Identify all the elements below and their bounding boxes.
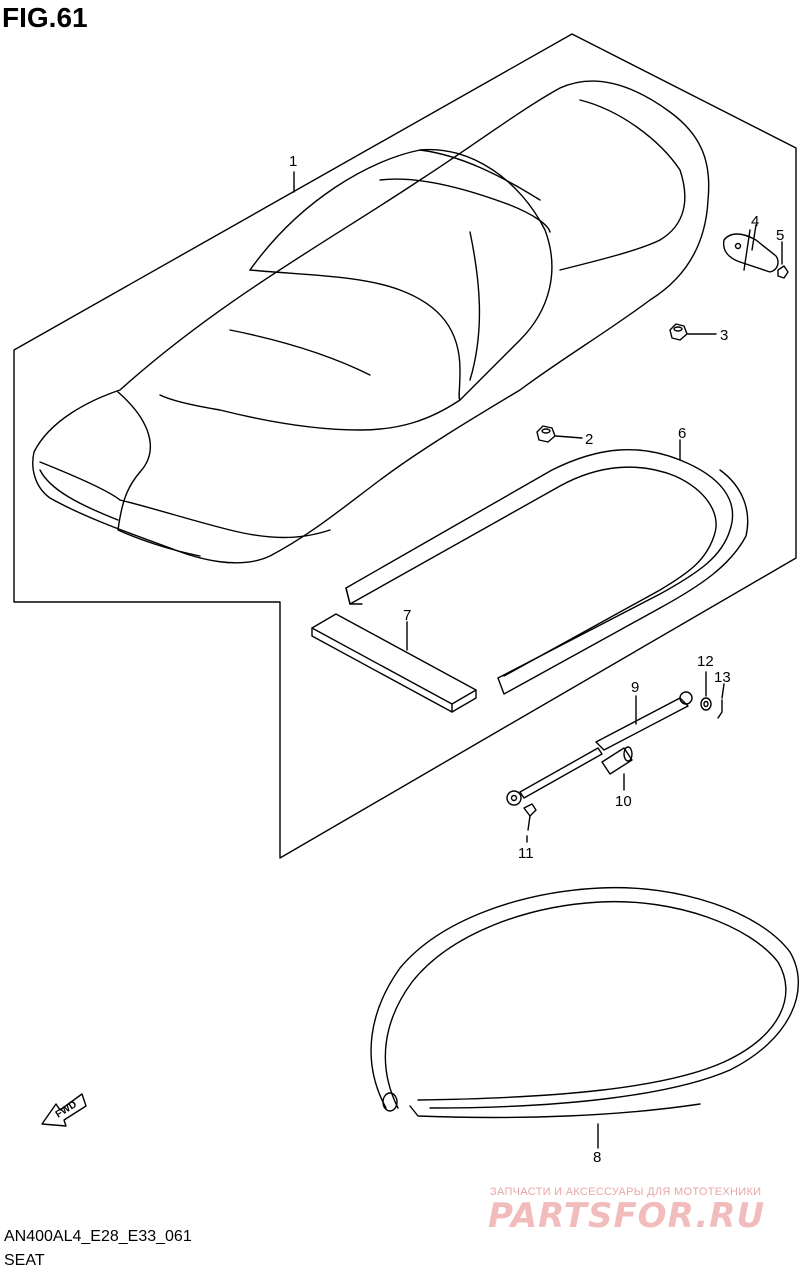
- callout-6: 6: [678, 425, 686, 442]
- callout-13: 13: [714, 669, 731, 686]
- seat-part-1: [32, 80, 710, 564]
- seal-strip-part-8: [370, 886, 799, 1149]
- bracket-part-4: [722, 224, 779, 273]
- seal-frame-part-6: [345, 439, 749, 695]
- nut-part-3: [669, 323, 717, 341]
- callout-labels: 1 2 3 4 5 6 7 8 9 10 11 12 13: [289, 153, 784, 1166]
- callout-7: 7: [403, 607, 411, 624]
- cylinder-part-10: [601, 746, 633, 791]
- callout-9: 9: [631, 679, 639, 696]
- figure-title: FIG.61: [2, 2, 88, 33]
- callout-3: 3: [720, 327, 728, 344]
- callout-8: 8: [593, 1149, 601, 1166]
- model-code: AN400AL4_E28_E33_061: [4, 1228, 192, 1245]
- fastener-part-5: [777, 241, 789, 279]
- gas-strut-part-9: [506, 691, 693, 806]
- clip-part-13: [717, 683, 725, 719]
- bolt-part-11: [523, 803, 537, 843]
- callout-10: 10: [615, 793, 632, 810]
- callout-12: 12: [697, 653, 714, 670]
- watermark-tagline: ЗАПЧАСТИ И АКСЕССУАРЫ ДЛЯ МОТОТЕХНИКИ: [490, 1186, 762, 1198]
- callout-4: 4: [751, 213, 759, 230]
- watermark-brand: PARTSFOR.RU: [488, 1196, 766, 1236]
- callout-1: 1: [289, 153, 297, 170]
- callout-5: 5: [776, 227, 784, 244]
- callout-11: 11: [518, 845, 534, 862]
- pad-part-7: [311, 613, 477, 713]
- assembly-boundary: [13, 33, 797, 859]
- figure-name: SEAT: [4, 1252, 45, 1269]
- washer-part-12: [700, 671, 712, 711]
- callout-2: 2: [585, 431, 593, 448]
- nut-part-2: [536, 425, 583, 443]
- fwd-arrow-icon: FWD: [41, 1093, 87, 1127]
